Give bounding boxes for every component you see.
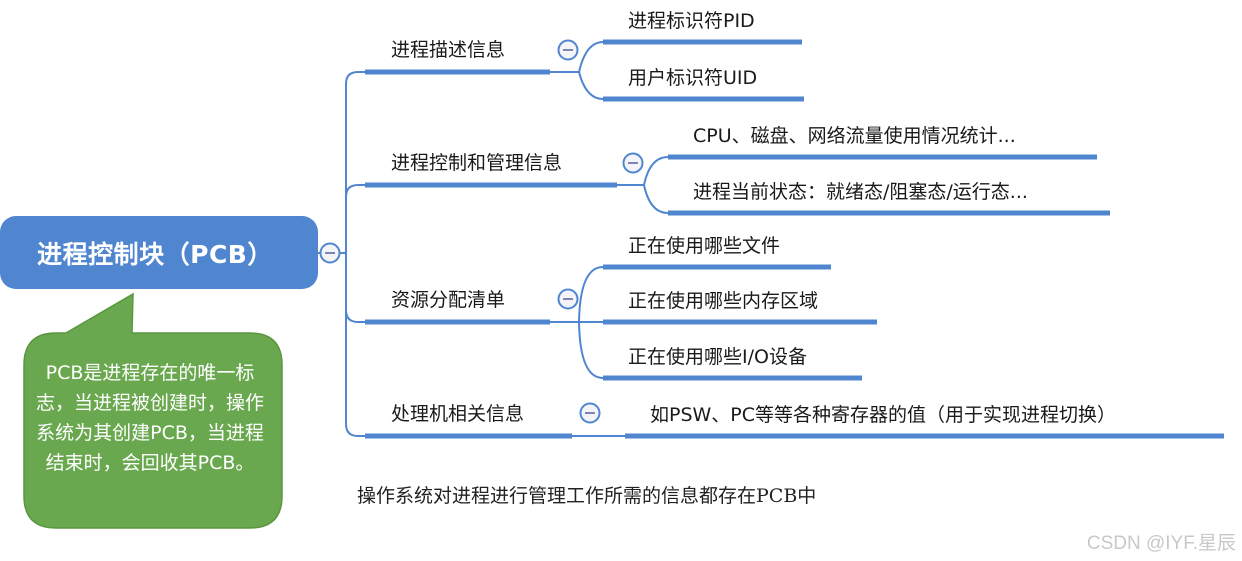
branch-4-collapse-toggle[interactable] (579, 402, 601, 424)
caption-text: 操作系统对进程进行管理工作所需的信息都存在PCB中 (357, 485, 817, 507)
trunk-connector-branch-2 (345, 184, 365, 198)
branch-3-collapse-toggle[interactable] (557, 288, 579, 310)
callout-bubble (23, 292, 283, 529)
root-collapse-toggle[interactable] (319, 242, 341, 264)
branch-1-collapse-toggle[interactable] (557, 39, 579, 61)
branch-node-process-description[interactable]: 进程描述信息 (391, 39, 506, 61)
leaf-node-registers[interactable]: 如PSW、PC等等各种寄存器的值（用于实现进程切换） (650, 404, 1117, 426)
branch-node-process-control[interactable]: 进程控制和管理信息 (391, 152, 563, 174)
branch-2-collapse-toggle[interactable] (622, 152, 644, 174)
leaf-node-pid[interactable]: 进程标识符PID (628, 10, 755, 32)
branch-node-processor-info[interactable]: 处理机相关信息 (391, 403, 525, 425)
connector-b3 (550, 266, 604, 379)
leaf-node-uid[interactable]: 用户标识符UID (628, 67, 758, 89)
connector-b2 (617, 156, 669, 214)
trunk-line (345, 71, 365, 253)
root-node-label: 进程控制块（PCB） (37, 239, 273, 269)
branch-node-resource-allocation[interactable]: 资源分配清单 (391, 289, 506, 311)
trunk-line-lower (345, 253, 365, 437)
leaf-node-memory[interactable]: 正在使用哪些内存区域 (628, 290, 819, 312)
callout-note: PCB是进程存在的唯一标志，当进程被创建时，操作系统为其创建PCB，当进程结束时… (36, 362, 265, 474)
leaf-node-files[interactable]: 正在使用哪些文件 (628, 235, 781, 257)
leaf-node-process-state[interactable]: 进程当前状态：就绪态/阻塞态/运行态... (693, 181, 1028, 203)
connector-b1 (550, 41, 604, 100)
root-node-pcb[interactable]: 进程控制块（PCB） (0, 216, 318, 289)
trunk-connector-branch-3 (345, 309, 365, 323)
leaf-node-resource-usage[interactable]: CPU、磁盘、网络流量使用情况统计... (693, 125, 1016, 147)
watermark: CSDN @IYF.星辰 (1086, 533, 1236, 554)
leaf-node-io-devices[interactable]: 正在使用哪些I/O设备 (628, 346, 807, 368)
